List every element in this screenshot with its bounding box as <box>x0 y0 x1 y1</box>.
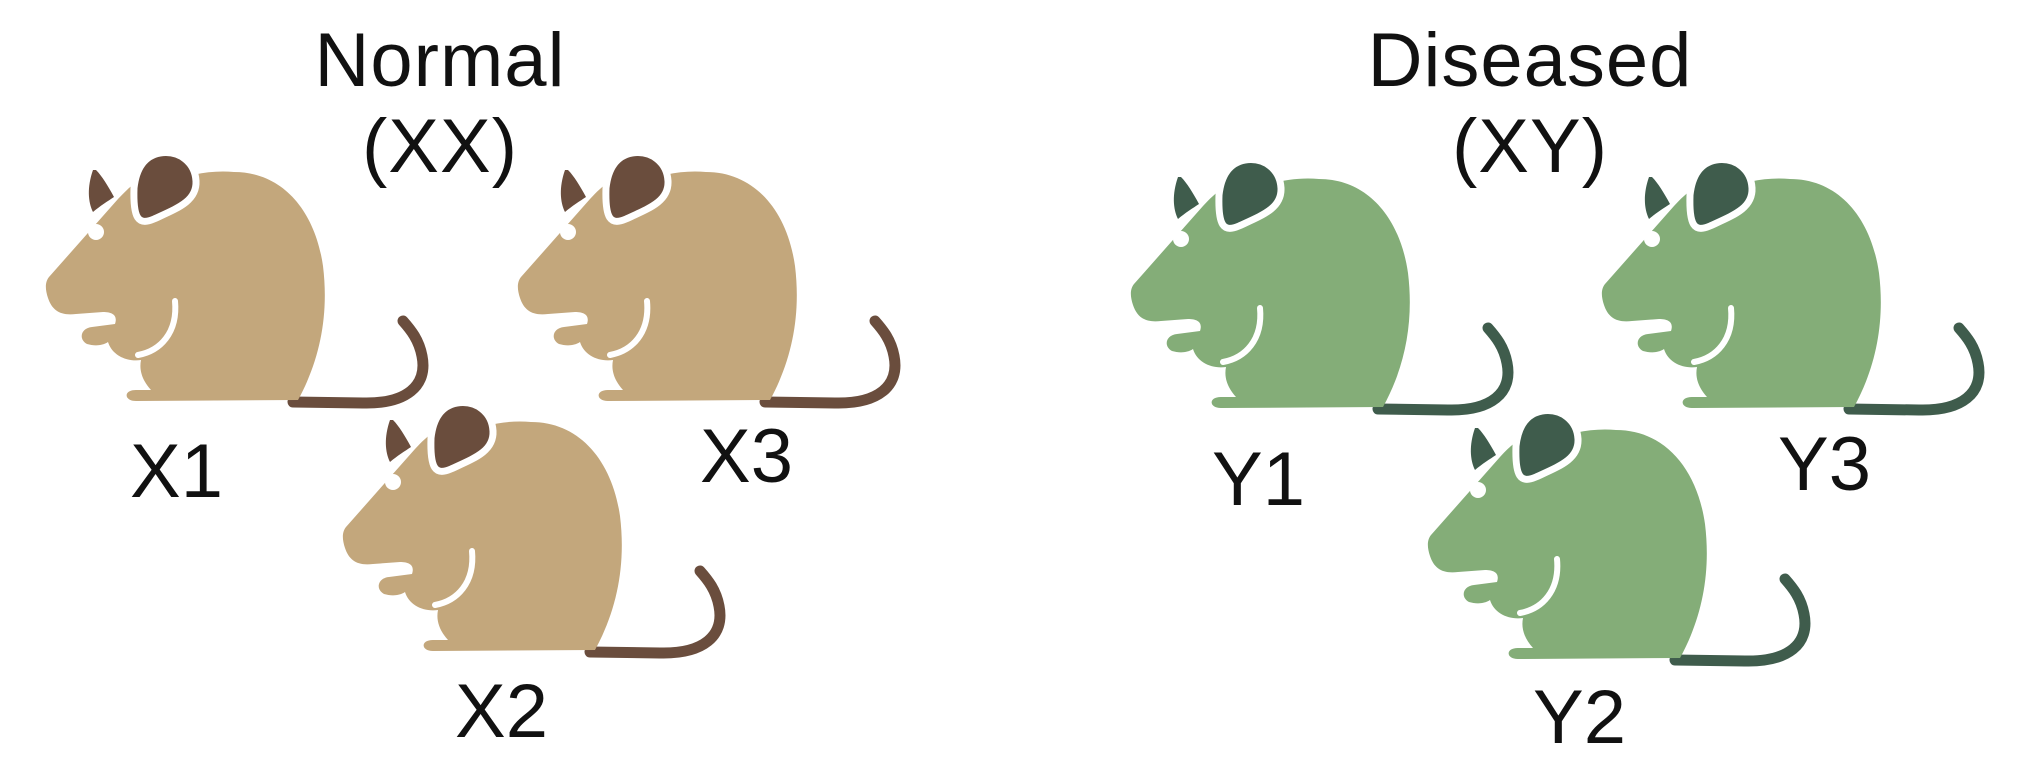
mouse-y1 <box>1123 156 1543 427</box>
mouse-label-y1: Y1 <box>1212 437 1305 522</box>
mouse-icon <box>45 149 429 409</box>
diseased-title-line1: Diseased <box>1367 18 1693 103</box>
normal-title-line1: Normal <box>314 18 566 103</box>
mouse-label-y3: Y3 <box>1778 422 1871 507</box>
normal-title-line2: (XX) <box>362 104 518 189</box>
mouse-y3 <box>1594 156 2014 427</box>
diseased-group-title: Diseased (XY) <box>1300 18 1760 190</box>
mouse-icon <box>1130 156 1514 416</box>
mouse-y2 <box>1420 407 1840 678</box>
normal-group-title: Normal (XX) <box>210 18 670 190</box>
mouse-icon <box>517 149 901 409</box>
mouse-x3 <box>510 149 930 420</box>
mouse-icon <box>1427 407 1811 667</box>
diseased-title-line2: (XY) <box>1452 104 1608 189</box>
mouse-label-x1: X1 <box>130 429 223 514</box>
mouse-x2 <box>335 399 755 670</box>
mouse-label-y2: Y2 <box>1533 675 1626 760</box>
mouse-label-x2: X2 <box>455 669 548 754</box>
mouse-x1 <box>38 149 458 420</box>
mouse-label-x3: X3 <box>700 414 793 499</box>
mouse-icon <box>1601 156 1985 416</box>
mouse-icon <box>342 399 726 659</box>
